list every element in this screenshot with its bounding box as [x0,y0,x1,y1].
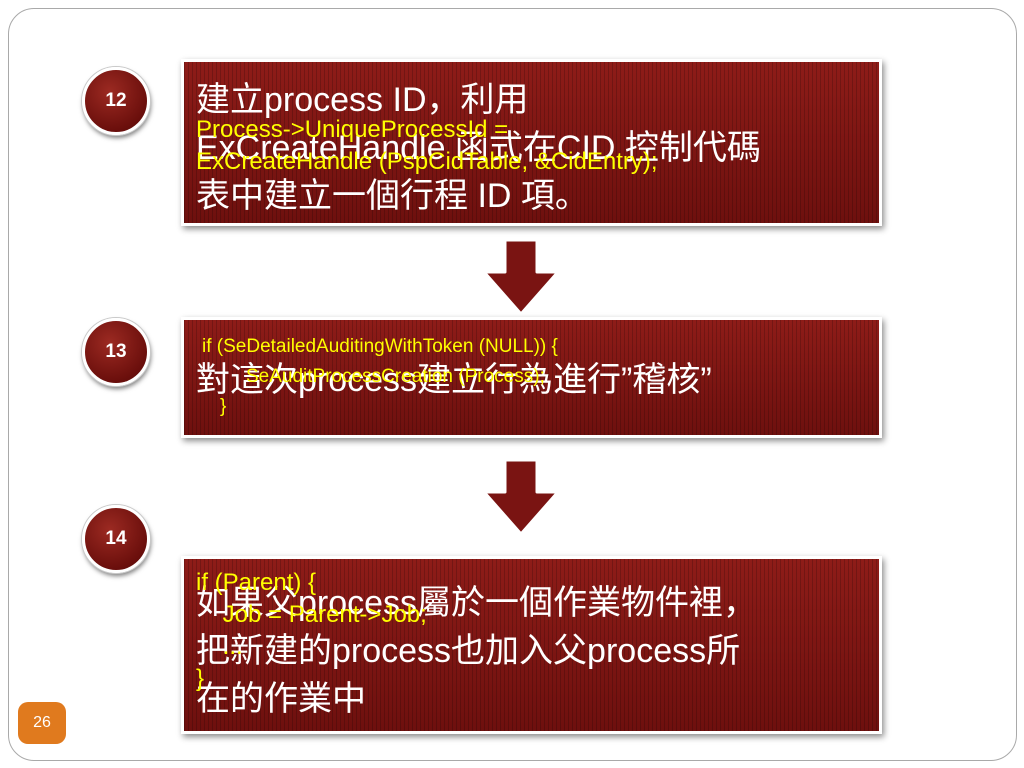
down-arrow-icon [482,458,560,536]
step-12-badge: 12 [82,67,150,135]
step-13-code-line-3: } [220,396,227,417]
step-13-description: 對這次process建立行為進行”稽核” [196,361,712,399]
step-12-description: 建立process ID，利用 ExCreateHandle 函式在CID 控制… [196,81,761,215]
down-arrow-icon [482,238,560,316]
page-number-badge: 26 [18,702,66,744]
step-12-number: 12 [105,90,127,111]
page-number: 26 [33,714,51,731]
step-14-number: 14 [105,528,127,549]
step-12-code: Process->UniqueProcessId = ExCreateHandl… [196,116,658,175]
step-14-badge: 14 [82,505,150,573]
step-12-box: 建立process ID，利用 ExCreateHandle 函式在CID 控制… [181,59,882,226]
step-14-code: if (Parent) { Job = Parent->Job; ... } [196,569,427,692]
step-14-description: 如果父process屬於一個作業物件裡， 把新建的process也加入父proc… [196,584,758,718]
step-13-box: 對這次process建立行為進行”稽核” if (SeDetailedAudit… [181,317,882,438]
step-13-code-line-2: SeAuditProcessCreation (Process); [246,366,545,387]
step-13-badge: 13 [82,318,150,386]
step-13-code-line-1: if (SeDetailedAuditingWithToken (NULL)) … [202,336,558,357]
step-14-box: 如果父process屬於一個作業物件裡， 把新建的process也加入父proc… [181,556,882,734]
step-13-number: 13 [105,341,127,362]
